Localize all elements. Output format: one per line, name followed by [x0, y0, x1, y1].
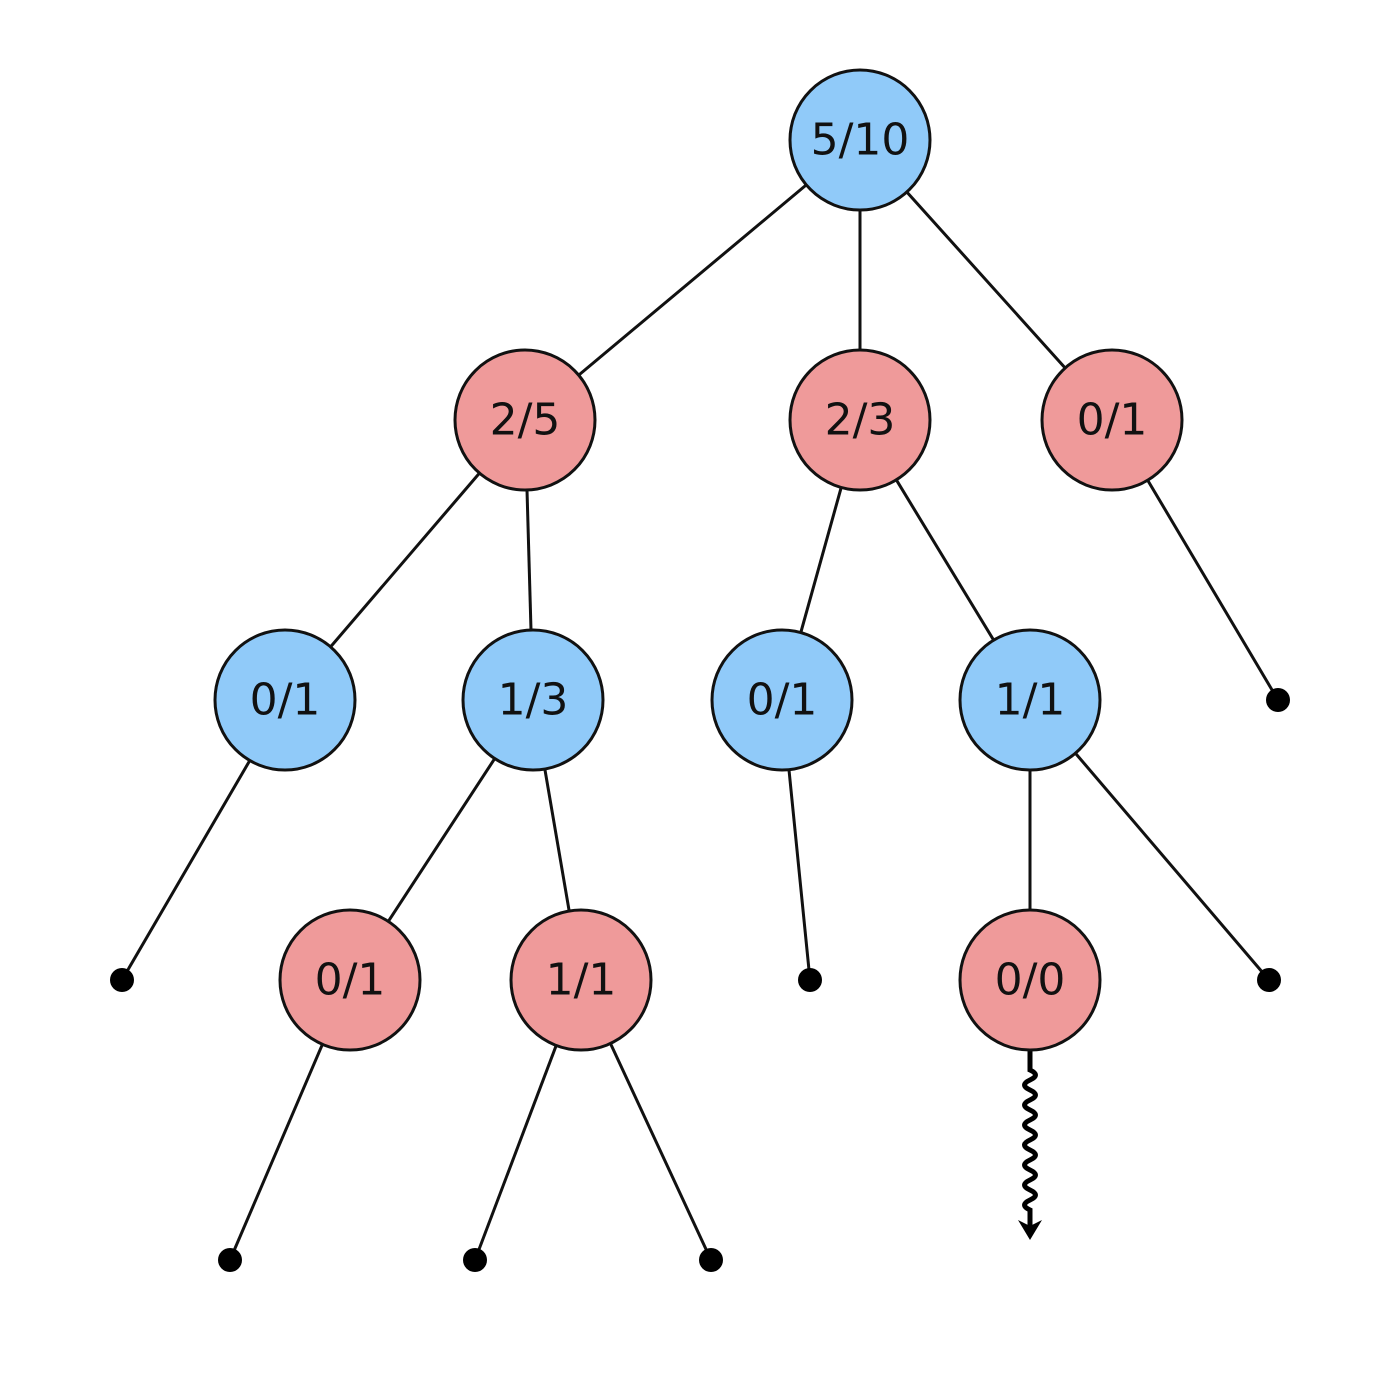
node-circle: [958, 628, 1102, 772]
node-circle: [278, 908, 422, 1052]
node-label: 1/3: [498, 675, 569, 726]
node-circle: [509, 908, 653, 1052]
leaf-b1-dot: [798, 968, 822, 992]
arrowhead: [1018, 1220, 1042, 1240]
node-circle: [788, 68, 932, 212]
tree-node-a2: 1/3: [461, 628, 605, 772]
tree-node-a: 2/5: [453, 348, 597, 492]
node-circle: [461, 628, 605, 772]
edge-c-leaf-c: [1146, 479, 1280, 701]
leaf-b2-dot: [1257, 968, 1281, 992]
tree-node-a2y: 1/1: [509, 908, 653, 1052]
edge-a2-a2y: [543, 768, 571, 912]
tree-node-b2: 1/1: [958, 628, 1102, 772]
leaf-c-dot: [1266, 688, 1290, 712]
tree-node-a1: 0/1: [213, 628, 357, 772]
leaf-a2y-1-dot: [463, 1248, 487, 1272]
node-circle: [788, 348, 932, 492]
edge-a2-a2x: [387, 757, 496, 923]
tree-node-b: 2/3: [788, 348, 932, 492]
edge-a-a1: [329, 472, 481, 648]
node-label: 2/5: [490, 395, 561, 446]
node-label: 0/1: [250, 675, 321, 726]
node-label: 0/0: [995, 955, 1066, 1006]
edge-b1-leaf-b1: [787, 769, 812, 981]
tree-node-b2x: 0/0: [958, 908, 1102, 1052]
wavy-arrow-down-icon: [1018, 1050, 1042, 1240]
tree-node-root: 5/10: [788, 68, 932, 212]
node-label: 5/10: [811, 115, 910, 166]
node-circle: [1040, 348, 1184, 492]
edge-a-a2: [525, 489, 533, 631]
tree-node-c: 0/1: [1040, 348, 1184, 492]
node-label: 0/1: [315, 955, 386, 1006]
edge-root-a: [577, 183, 808, 377]
edge-b-b2: [895, 479, 995, 641]
tree-node-b1: 0/1: [710, 628, 854, 772]
edges-layer: [120, 183, 1280, 1261]
wavy-line: [1022, 1050, 1038, 1230]
tree-node-a2x: 0/1: [278, 908, 422, 1052]
node-circle: [958, 908, 1102, 1052]
leaves-layer: [110, 688, 1290, 1272]
node-label: 1/1: [546, 955, 617, 1006]
node-circle: [453, 348, 597, 492]
leaf-a2x-dot: [218, 1248, 242, 1272]
leaf-a1-dot: [110, 968, 134, 992]
node-label: 0/1: [747, 675, 818, 726]
node-circle: [213, 628, 357, 772]
edge-a1-leaf-a1: [120, 759, 252, 981]
edge-a2y-leaf-a2y-1: [473, 1044, 558, 1261]
node-label: 0/1: [1077, 395, 1148, 446]
edge-b2-leaf-b2: [1074, 752, 1271, 981]
leaf-a2y-2-dot: [699, 1248, 723, 1272]
node-label: 1/1: [995, 675, 1066, 726]
node-label: 2/3: [825, 395, 896, 446]
node-circle: [710, 628, 854, 772]
edge-a2x-leaf-a2x: [228, 1043, 324, 1261]
edge-a2y-leaf-a2y-2: [609, 1042, 713, 1261]
edge-root-c: [905, 191, 1067, 369]
edge-b-b1: [799, 487, 843, 633]
rollout-layer: [1018, 1050, 1042, 1240]
nodes-layer: 5/10 2/5 2/3 0/1 0/1 1/3 0/1 1/1 0/1 1/1 0/0: [213, 68, 1184, 1052]
